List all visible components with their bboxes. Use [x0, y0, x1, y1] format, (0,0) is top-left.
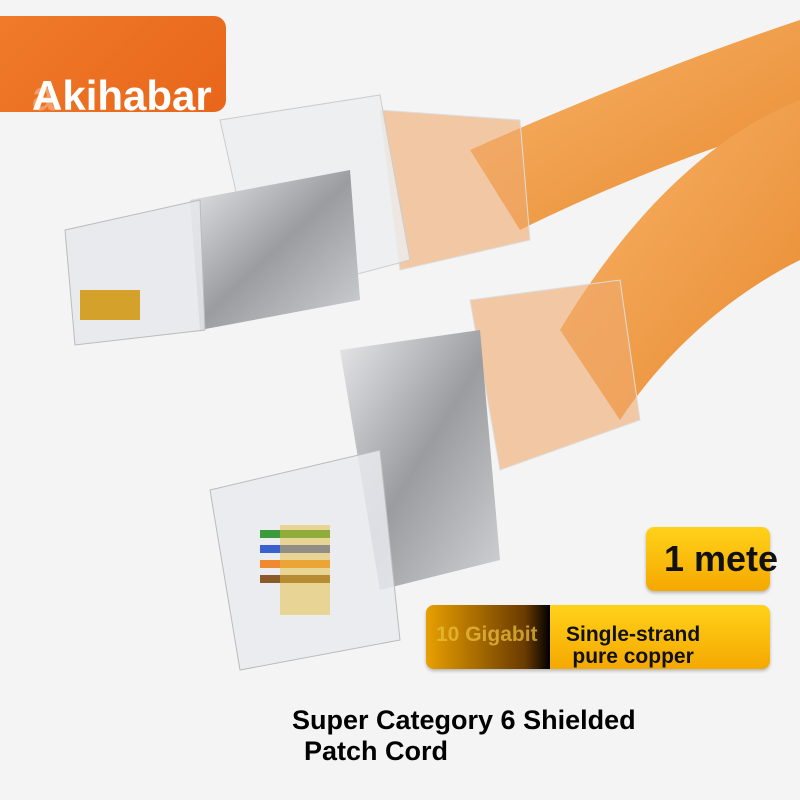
brand-name-faded: a	[32, 72, 56, 119]
length-text: 1 mete	[664, 538, 779, 579]
upper-connector	[64, 94, 531, 346]
length-badge	[646, 527, 770, 591]
title-line2: Patch Cord	[304, 736, 449, 766]
cable-upper	[470, 20, 800, 230]
title-line1: Super Category 6 Shielded	[292, 705, 636, 735]
lower-connector	[209, 279, 641, 671]
product-title: Super Category 6 Shielded Patch Cord	[292, 705, 636, 767]
speed-text: 10 Gigabit	[436, 623, 538, 646]
conductor-badge	[426, 605, 770, 669]
brand-name: Akihabar	[32, 72, 212, 119]
conductor-line1: Single-strand	[566, 623, 701, 646]
conductor-line2: pure copper	[572, 645, 694, 668]
conductor-text: Single-strand pure copper	[566, 624, 700, 668]
